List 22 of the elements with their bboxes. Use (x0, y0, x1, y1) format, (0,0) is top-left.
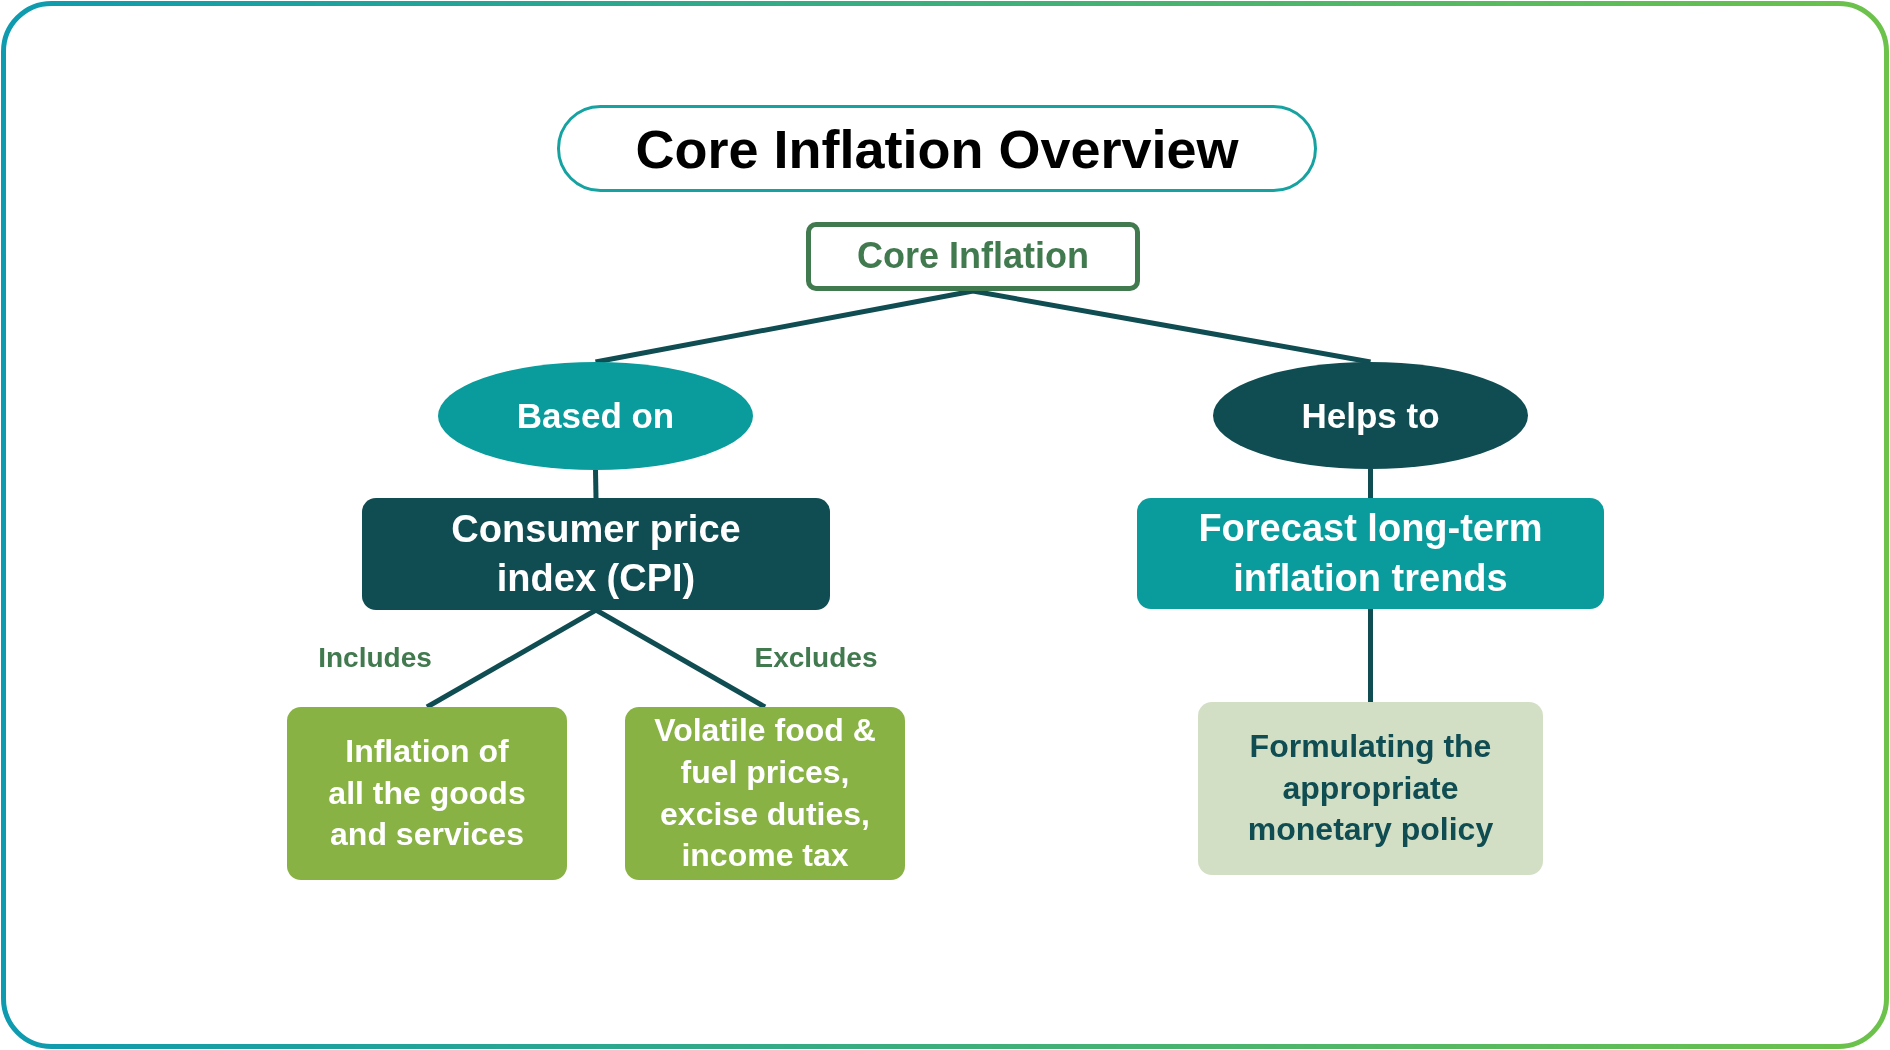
node-text: Consumer price index (CPI) (450, 506, 742, 601)
node-text: Forecast long-term inflation trends (1197, 506, 1544, 601)
topic-box (362, 498, 830, 610)
connector-line (1368, 469, 1373, 498)
node-text: Core Inflation (857, 234, 1089, 279)
node-text: Inflation of all the goods and services (327, 732, 527, 855)
node-text: Based on (516, 395, 675, 438)
node-text: Formulating the appropriate monetary policy (1246, 727, 1495, 850)
branch-oval (438, 362, 753, 470)
connector-line (425, 607, 598, 710)
node-text: Helps to (1301, 394, 1440, 437)
connector-line (594, 607, 767, 710)
branch-oval (1213, 362, 1528, 469)
detail-box (625, 707, 905, 880)
connector-line (593, 469, 599, 499)
outcome-box (1198, 702, 1543, 875)
title: Core Inflation Overview (557, 105, 1317, 192)
connector-line (1368, 609, 1373, 702)
node-text: Volatile food & fuel prices, excise duties, income tax (653, 711, 877, 876)
topic-box (1137, 498, 1604, 609)
detail-box (287, 707, 567, 880)
root-box (806, 222, 1140, 291)
